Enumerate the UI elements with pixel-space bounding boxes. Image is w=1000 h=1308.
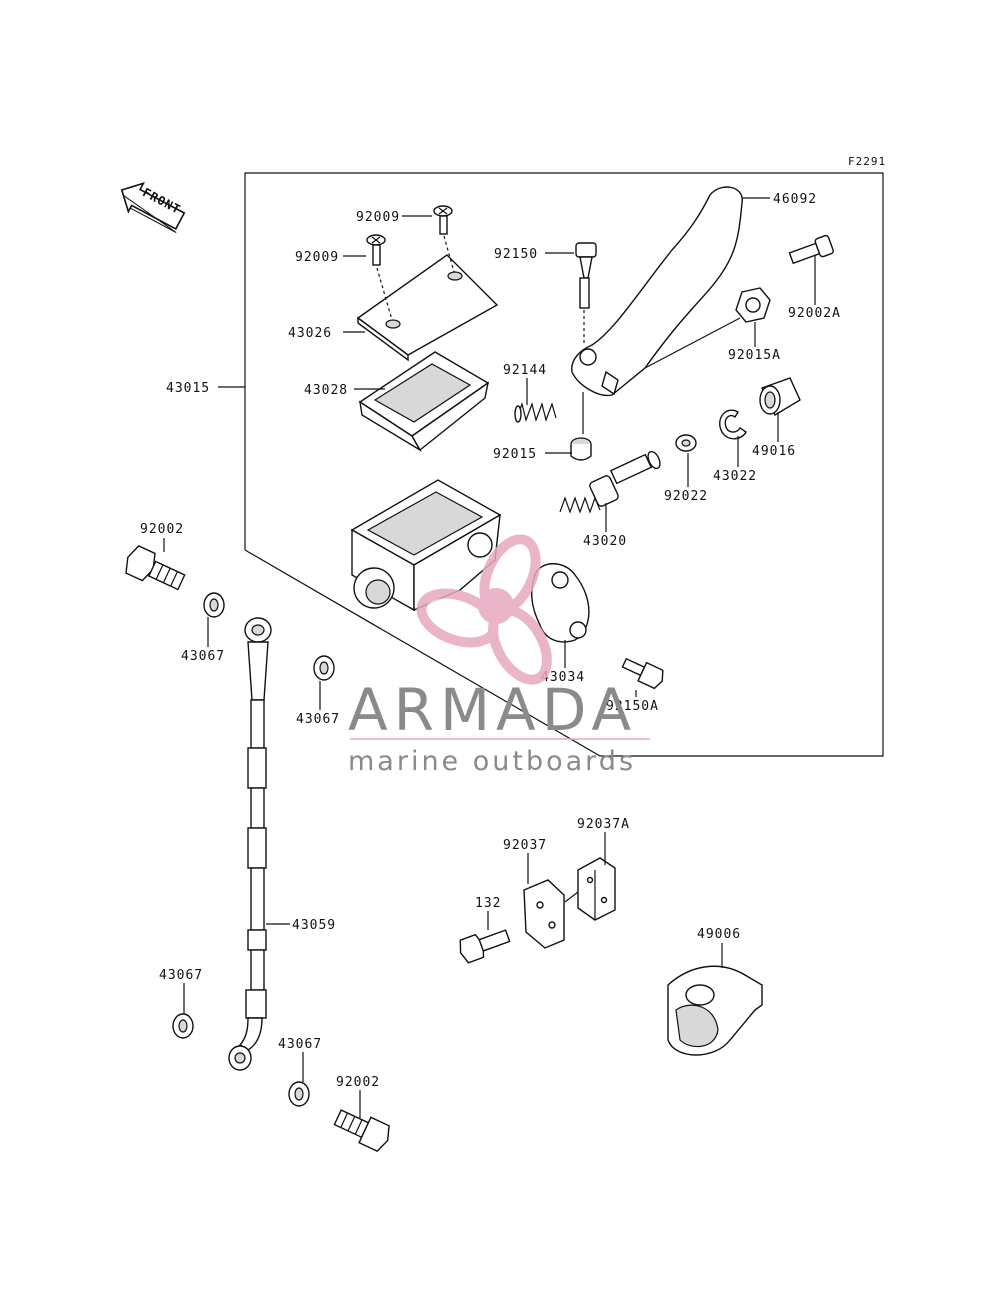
label-43020: 43020 [583, 534, 627, 549]
bolt-92150 [575, 242, 597, 309]
label-92015A: 92015A [728, 348, 781, 363]
label-92037: 92037 [503, 838, 547, 853]
cover-hole [447, 271, 463, 281]
label-43028: 43028 [304, 383, 348, 398]
spring-92144 [514, 401, 557, 423]
label-92009: 92009 [295, 250, 339, 265]
label-49006: 49006 [697, 927, 741, 942]
label-43059: 43059 [292, 918, 336, 933]
label-43067: 43067 [278, 1037, 322, 1052]
reservoir-cover [356, 254, 499, 356]
label-92002: 92002 [336, 1075, 380, 1090]
washer-43067 [203, 592, 225, 618]
figure-code: F2291 [848, 155, 886, 168]
label-43026: 43026 [288, 326, 332, 341]
label-92022: 92022 [664, 489, 708, 504]
front-arrow-icon [120, 182, 186, 233]
circlip-43022 [719, 409, 747, 440]
label-43067: 43067 [181, 649, 225, 664]
label-92037A: 92037A [577, 817, 630, 832]
nut-92015A [735, 287, 771, 323]
label-92002A: 92002A [788, 306, 841, 321]
washer-92022 [675, 434, 697, 452]
boot-49016 [759, 377, 801, 416]
screw-92009 [433, 205, 453, 235]
banjo-bolt-92002 [333, 1109, 390, 1152]
label-92009: 92009 [356, 210, 400, 225]
brake-lever [571, 186, 743, 397]
label-92150: 92150 [494, 247, 538, 262]
label-92144: 92144 [503, 363, 547, 378]
lever-pivot-hole [579, 348, 597, 366]
nut-92015 [570, 437, 592, 461]
watermark-logo-icon [416, 534, 552, 685]
label-92002: 92002 [140, 522, 184, 537]
label-43067: 43067 [296, 712, 340, 727]
washer-43067 [288, 1081, 310, 1107]
label-92015: 92015 [493, 447, 537, 462]
brake-hose [228, 617, 272, 1071]
label-46092: 46092 [773, 192, 817, 207]
watermark-brand: ARMADA [348, 676, 637, 744]
piston-kit [559, 450, 661, 514]
cover-hole [385, 319, 401, 329]
clamp-43034 [531, 563, 590, 643]
diaphragm [358, 351, 490, 452]
screw-92002A [788, 234, 834, 265]
watermark-tagline: marine outboards [348, 746, 636, 777]
label-43067: 43067 [159, 968, 203, 983]
holder-49006 [667, 965, 763, 1056]
washer-43067 [313, 655, 335, 681]
label-43034: 43034 [541, 670, 585, 685]
label-43015: 43015 [166, 381, 210, 396]
assembly-frame [244, 172, 884, 757]
label-43022: 43022 [713, 469, 757, 484]
lever-tab [601, 370, 619, 396]
washer-43067 [172, 1013, 194, 1039]
bracket-92037 [523, 879, 565, 949]
label-49016: 49016 [752, 444, 796, 459]
banjo-bolt-92002 [125, 544, 186, 591]
bracket-92037A [577, 857, 616, 921]
master-cylinder-body [350, 479, 502, 612]
label-132: 132 [475, 896, 501, 911]
screw-92009 [366, 234, 386, 266]
label-92150A: 92150A [606, 699, 659, 714]
bolt-92150A [621, 657, 664, 690]
bolt-132 [459, 929, 511, 964]
